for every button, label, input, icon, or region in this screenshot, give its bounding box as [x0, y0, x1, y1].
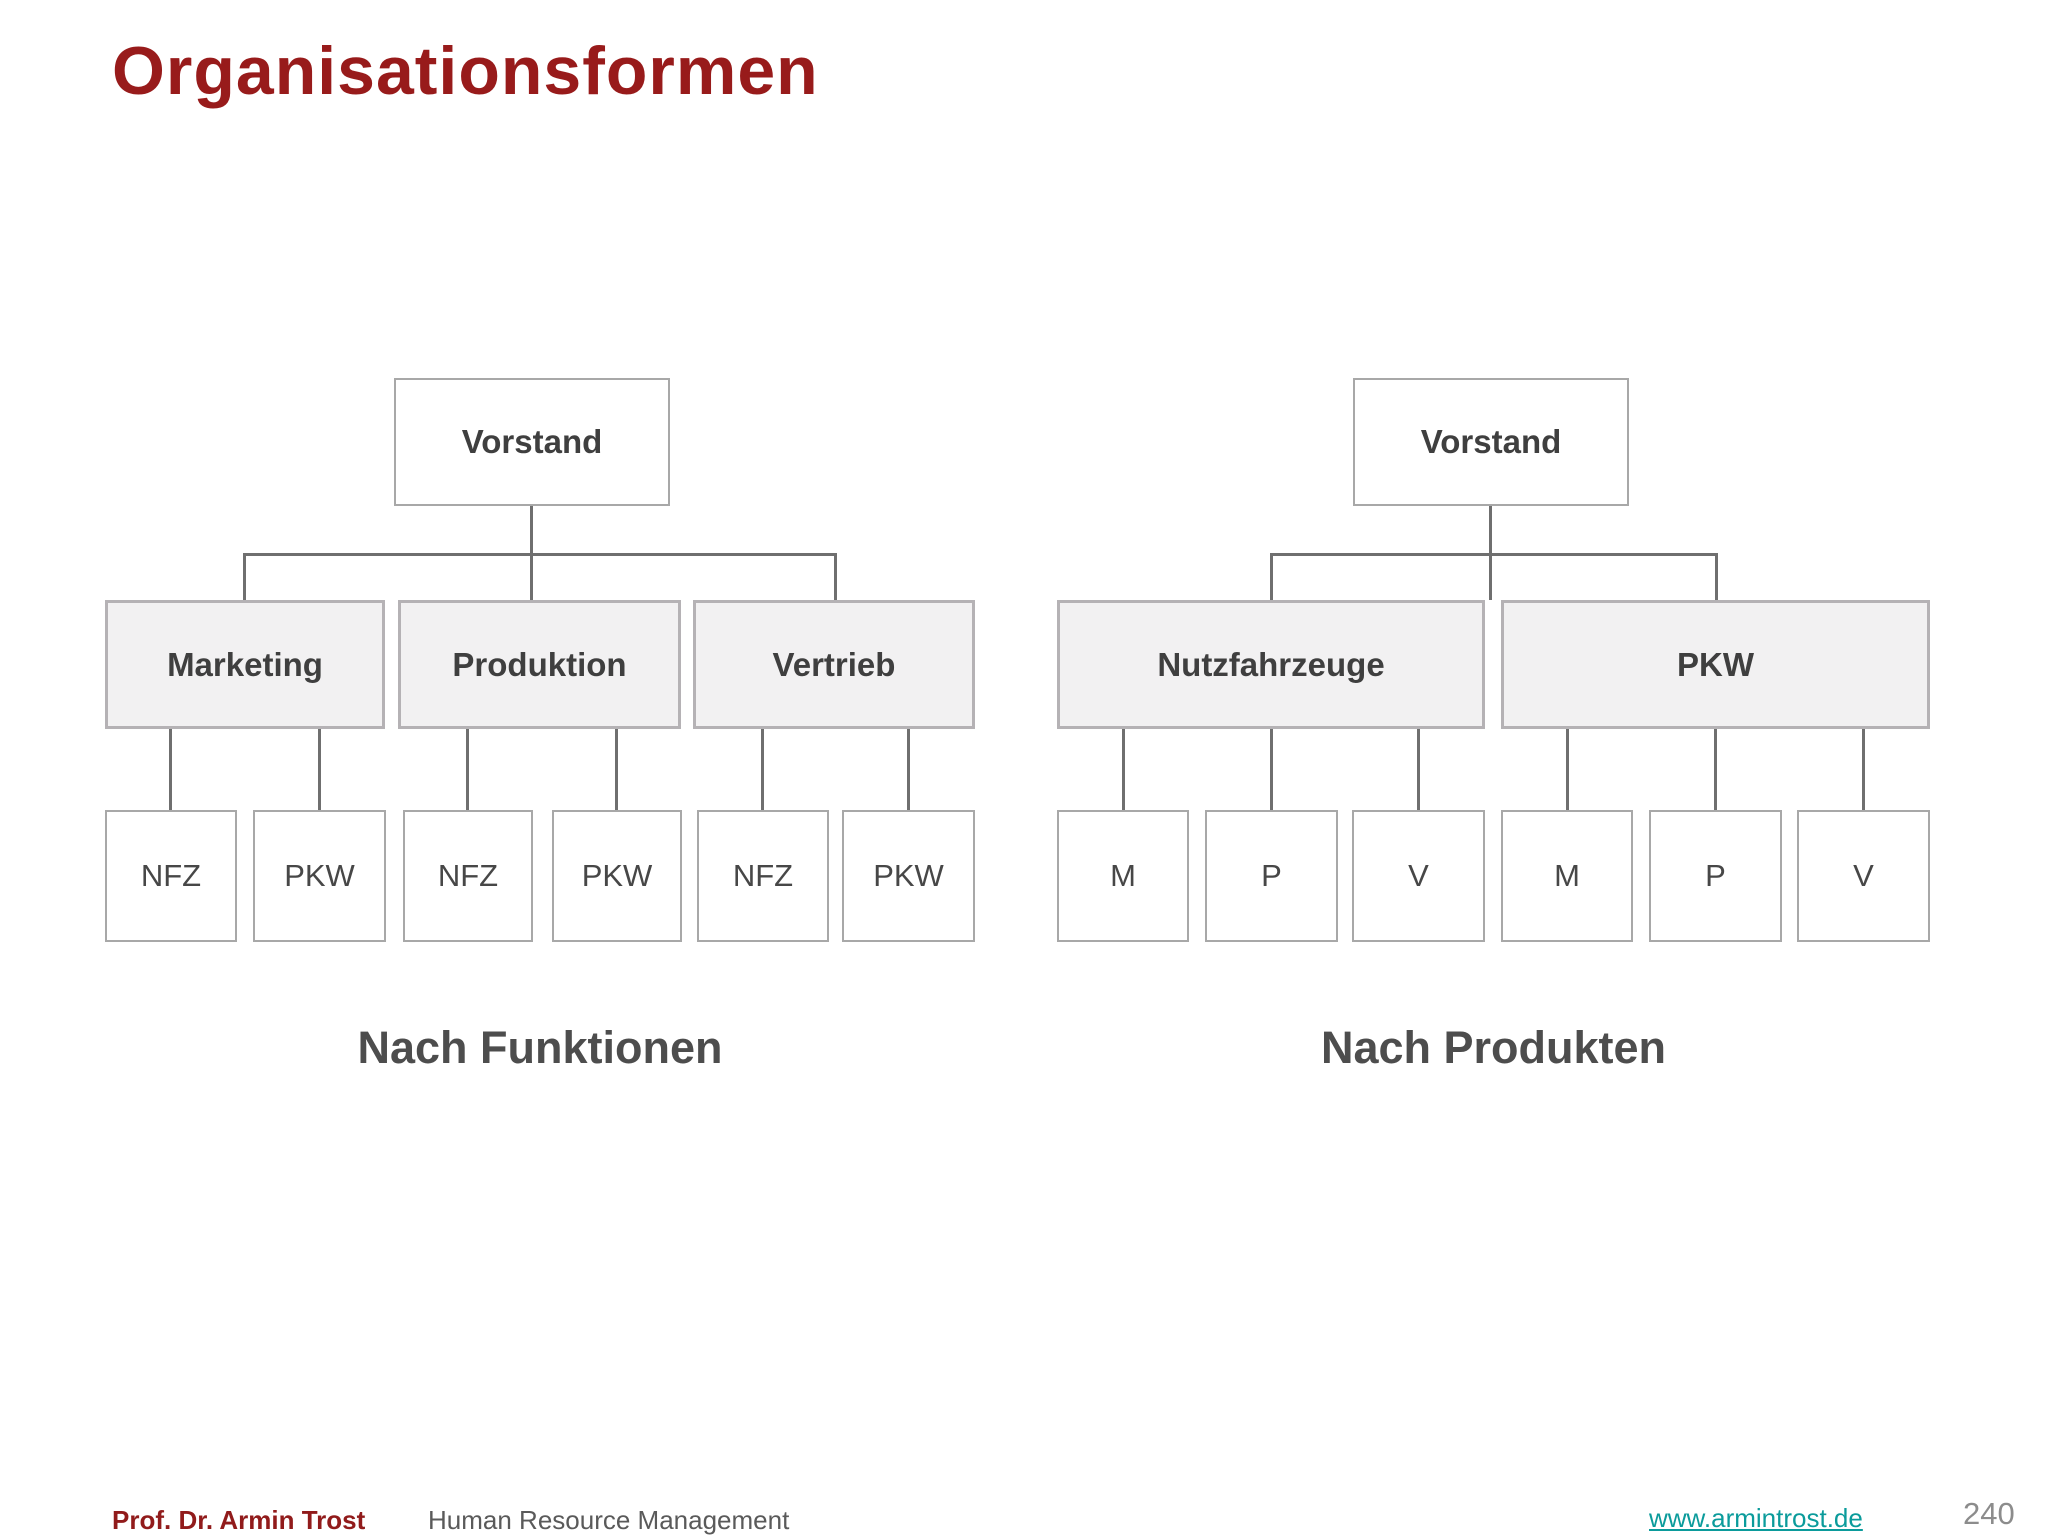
- footer-author: Prof. Dr. Armin Trost: [112, 1505, 366, 1535]
- connector-line: [834, 553, 837, 600]
- connector-line: [1270, 553, 1273, 600]
- connector-line: [1417, 729, 1420, 810]
- connector-line: [1122, 729, 1125, 810]
- connector-line: [1715, 553, 1718, 600]
- chart-caption-products: Nach Produkten: [1320, 1022, 1667, 1073]
- org-box-unit: P: [1649, 810, 1782, 942]
- org-box-unit: P: [1205, 810, 1338, 942]
- footer-website-link[interactable]: www.armintrost.de: [1649, 1503, 1863, 1533]
- connector-line: [1270, 729, 1273, 810]
- org-box-department: Nutzfahrzeuge: [1057, 600, 1485, 729]
- org-box-department: Marketing: [105, 600, 385, 729]
- connector-line: [318, 729, 321, 810]
- org-box-department: Vertrieb: [693, 600, 975, 729]
- org-box-unit: NFZ: [403, 810, 533, 942]
- page-title: Organisationsformen: [112, 33, 819, 109]
- connector-line: [466, 729, 469, 810]
- org-box-root: Vorstand: [1353, 378, 1629, 506]
- connector-line: [1714, 729, 1717, 810]
- connector-line: [1566, 729, 1569, 810]
- org-box-department: PKW: [1501, 600, 1930, 729]
- org-box-unit: PKW: [552, 810, 682, 942]
- footer-course-title: Human Resource Management: [428, 1505, 790, 1535]
- org-box-unit: M: [1057, 810, 1189, 942]
- connector-line: [761, 729, 764, 810]
- connector-line: [243, 553, 837, 556]
- connector-line: [907, 729, 910, 810]
- org-box-unit: V: [1797, 810, 1930, 942]
- connector-line: [243, 553, 246, 600]
- connector-line: [615, 729, 618, 810]
- org-box-root: Vorstand: [394, 378, 670, 506]
- connector-line: [1862, 729, 1865, 810]
- org-box-unit: PKW: [253, 810, 386, 942]
- org-box-unit: NFZ: [105, 810, 237, 942]
- org-box-unit: M: [1501, 810, 1633, 942]
- page-number: 240: [1963, 1496, 2015, 1531]
- org-box-department: Produktion: [398, 600, 681, 729]
- chart-caption-functions: Nach Funktionen: [357, 1022, 723, 1073]
- connector-line: [1270, 553, 1718, 556]
- connector-line: [169, 729, 172, 810]
- org-box-unit: NFZ: [697, 810, 829, 942]
- org-box-unit: PKW: [842, 810, 975, 942]
- org-box-unit: V: [1352, 810, 1485, 942]
